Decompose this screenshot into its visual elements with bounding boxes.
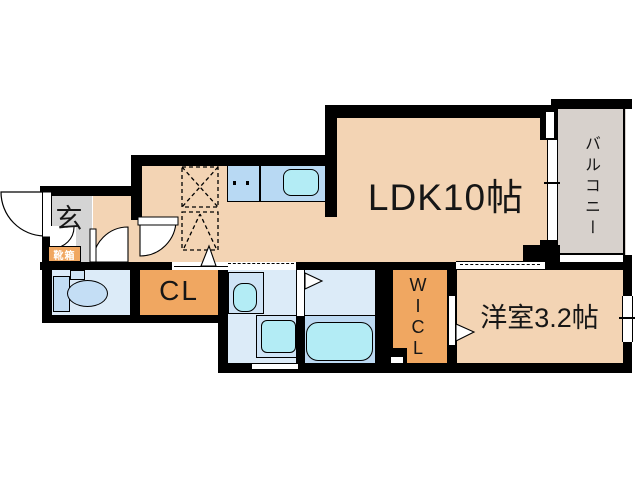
ldk-label: LDK10帖 xyxy=(367,177,525,218)
kitchen-sink-icon xyxy=(283,169,319,196)
toilet-cistern-icon xyxy=(70,270,85,280)
washbasin-bowl-icon xyxy=(233,283,257,312)
wall-left-lower xyxy=(42,235,52,322)
wall-left-upper xyxy=(42,186,52,195)
toilet-door-leaf xyxy=(89,228,97,263)
wall-band-right xyxy=(545,262,632,270)
closet-label: CL xyxy=(159,275,199,306)
wall-balcony-top xyxy=(551,99,632,109)
balcony-bottom-rail xyxy=(556,253,625,255)
hall-door-opening xyxy=(172,262,296,270)
balcony-window-tick xyxy=(544,182,560,184)
wall-kitchen-top xyxy=(131,155,337,166)
balcony-label: バルコニー xyxy=(582,134,599,240)
toilet-door-swing-arc xyxy=(92,226,129,263)
wall-toilet-cl-divider xyxy=(130,262,140,322)
wall-ldk-left xyxy=(325,105,337,217)
washroom-door-marker xyxy=(200,244,217,267)
washroom-door-track xyxy=(174,266,228,268)
wall-west-bottom xyxy=(388,363,632,373)
room-closet xyxy=(136,268,222,318)
stove-burner-icon xyxy=(233,181,236,185)
room-western xyxy=(450,262,627,366)
washing-machine-icon xyxy=(261,320,296,353)
shoe-box-label: 靴箱 xyxy=(48,246,81,262)
entrance-door-leaf xyxy=(42,191,52,238)
refrigerator-space-icon xyxy=(181,166,219,208)
bathroom-door-marker xyxy=(304,272,324,290)
western-room-sliding-door-dash xyxy=(460,264,540,265)
wall-notch xyxy=(546,112,554,138)
counter-divider xyxy=(259,164,261,201)
wall-west-right-upper xyxy=(623,255,632,296)
balcony-window xyxy=(547,140,558,240)
wall-vent-strip xyxy=(252,364,298,369)
western-room-label: 洋室3.2帖 xyxy=(480,302,599,333)
wall-cl-right xyxy=(218,262,228,373)
entrance-door-swing-arc xyxy=(0,191,45,237)
wall-vent-square xyxy=(391,357,403,367)
wall-ldk-top xyxy=(325,105,558,118)
wicl-door xyxy=(448,296,456,345)
wall-band-left xyxy=(40,262,172,270)
wicl-label: W I C L xyxy=(409,275,427,358)
wall-wash-bottom xyxy=(218,363,402,373)
western-window-tick xyxy=(619,317,635,319)
wall-balcony-step xyxy=(523,245,560,262)
wall-entrance-top xyxy=(40,186,140,196)
toilet-bowl-icon xyxy=(67,280,108,307)
entrance-label: 玄 xyxy=(55,203,83,234)
entrance-step xyxy=(50,226,76,247)
wicl-door-marker xyxy=(455,323,476,342)
wall-wash-bath-divider xyxy=(296,315,305,365)
washroom-sliding-door-dash xyxy=(228,263,294,264)
wall-kitchen-left xyxy=(131,155,142,220)
bathroom-door xyxy=(296,270,305,316)
room-ldk xyxy=(325,105,558,270)
bathtub-icon xyxy=(306,322,373,361)
storage-space-icon xyxy=(181,211,219,251)
ldk-door-leaf xyxy=(137,216,179,226)
wall-bath-right xyxy=(375,262,393,373)
balcony-right-rail xyxy=(623,104,625,255)
western-room-sliding-door xyxy=(456,261,545,270)
wall-west-right-lower xyxy=(623,342,632,373)
western-room-window xyxy=(622,296,633,342)
stove-burner-icon xyxy=(246,181,249,185)
room-balcony xyxy=(556,104,626,255)
